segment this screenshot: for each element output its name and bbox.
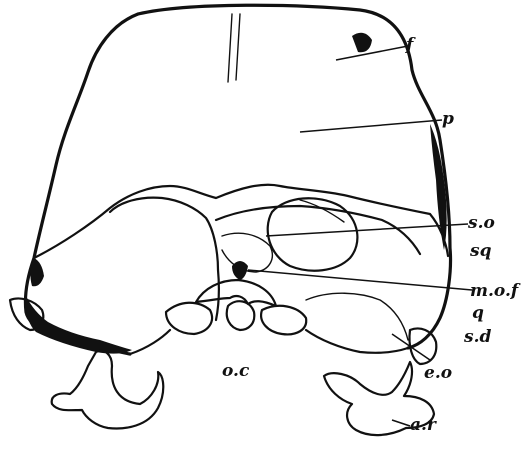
leader-mof <box>248 270 472 290</box>
label-ar: a.r <box>410 415 437 435</box>
sagittal-suture-2 <box>236 14 240 80</box>
basal-outline <box>130 330 408 354</box>
label-q: q <box>472 303 484 323</box>
sagittal-suture <box>228 14 232 82</box>
leader-f <box>336 46 408 60</box>
label-mof: m.o.f <box>470 281 521 301</box>
occipital-condyle-left <box>166 303 212 334</box>
occipital-condyle-right <box>261 306 306 335</box>
cranial-vault-left <box>25 14 138 354</box>
leader-p <box>300 120 442 132</box>
occipital-inner-right <box>216 206 420 254</box>
label-sq: sq <box>469 241 492 261</box>
frontal-dark-mark <box>352 33 372 52</box>
label-f: f <box>405 35 416 55</box>
mastoid-left-dark <box>30 258 44 286</box>
leader-ar <box>392 420 410 426</box>
occipital-condyle-center <box>227 301 255 330</box>
parietal-dark-edge <box>430 124 447 250</box>
label-sd: s.d <box>463 327 491 347</box>
label-so: s.o <box>467 213 495 233</box>
label-eo: e.o <box>424 363 452 383</box>
cranial-vault-outline <box>138 5 451 348</box>
median-occipital-foramen <box>232 261 248 280</box>
leader-so <box>266 224 468 236</box>
articular-left <box>52 351 164 429</box>
label-p: p <box>442 109 454 129</box>
exoccipital-line <box>306 293 408 340</box>
label-oc: o.c <box>222 361 250 381</box>
